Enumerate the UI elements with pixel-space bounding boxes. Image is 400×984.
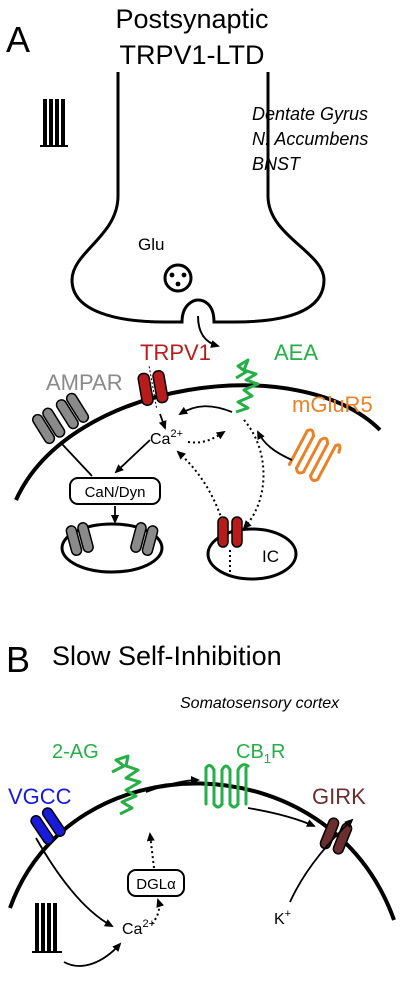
ca-to-aea-dotted-arrow <box>187 430 226 444</box>
cb1r-to-girk-arrow <box>247 807 316 827</box>
trpv1-to-ca-arrow <box>158 413 167 430</box>
dgla-label: DGLα <box>136 876 176 893</box>
trpv1-label: TRPV1 <box>140 340 211 365</box>
cb1r-label: CB1R <box>236 741 285 766</box>
region-dentate-gyrus: Dentate Gyrus <box>252 104 368 124</box>
ampar-to-can-line <box>61 443 93 477</box>
panel-b-region: Somatosensory cortex <box>180 695 340 712</box>
cb1r-receptor <box>204 763 250 809</box>
postsynaptic-membrane-b <box>8 781 396 921</box>
k-efflux-arrow <box>289 818 354 903</box>
mglur5-label: mGluR5 <box>292 392 373 417</box>
region-bnst: BNST <box>252 154 302 174</box>
ca-to-can-arrow <box>114 439 151 474</box>
ic-to-ca-dotted-arrow <box>176 450 223 521</box>
ca-label-a: Ca2+ <box>150 428 183 448</box>
ampar-internalized-right <box>130 522 159 556</box>
presynaptic-terminal <box>70 72 326 324</box>
postsynaptic-membrane-a <box>14 383 382 501</box>
can-dyn-box <box>69 477 161 505</box>
spike-train-b <box>32 903 62 953</box>
panel-b-title: Slow Self-Inhibition <box>52 641 282 671</box>
vgcc-label: VGCC <box>8 784 72 809</box>
glutamate-vesicle <box>163 263 193 293</box>
2ag-to-cb1r-arrow <box>145 776 200 793</box>
panel-b: B Slow Self-Inhibition Somatosensory cor… <box>6 639 396 967</box>
dgla-to-2ag-dotted-arrow <box>146 832 155 869</box>
spikes-to-ca-arrow <box>63 942 122 967</box>
vgcc-to-ca-arrow <box>35 837 114 927</box>
aea-molecule <box>235 358 260 414</box>
two-ag-molecule <box>111 754 142 816</box>
vgcc-channel <box>30 807 66 845</box>
trpv1-channel <box>137 366 169 410</box>
panel-a-title-line1: Postsynaptic <box>115 4 268 34</box>
mglur5-to-aea-arrow <box>257 430 293 461</box>
panel-a: A Postsynaptic TRPV1-LTD Dentate Gyrus N… <box>6 4 382 581</box>
ampar-label: AMPAR <box>46 370 123 395</box>
ampar-internalized-left <box>65 522 94 556</box>
release-arrow <box>197 315 220 348</box>
glu-label: Glu <box>138 235 164 254</box>
panel-a-letter: A <box>6 19 30 60</box>
k-label: K+ <box>274 908 291 928</box>
two-ag-label: 2-AG <box>52 741 99 763</box>
girk-channel <box>319 817 353 855</box>
ampar-membrane <box>32 392 90 445</box>
region-n-accumbens: N. Accumbens <box>252 129 368 149</box>
mglur5-receptor <box>287 428 342 482</box>
panel-a-title-line2: TRPV1-LTD <box>119 40 264 70</box>
trpv1-ic-channel <box>217 516 243 548</box>
girk-label: GIRK <box>312 784 366 809</box>
aea-to-trpv1-arrow <box>178 405 233 416</box>
can-dyn-label: CaN/Dyn <box>85 484 146 501</box>
spike-train-a <box>40 99 68 147</box>
ic-label: IC <box>262 547 279 566</box>
panel-b-letter: B <box>6 639 30 680</box>
dgla-box <box>127 869 185 897</box>
ca-to-dgla-dotted-arrow <box>151 898 165 925</box>
ca-label-b: Ca2+ <box>122 918 155 938</box>
aea-label: AEA <box>274 340 318 365</box>
